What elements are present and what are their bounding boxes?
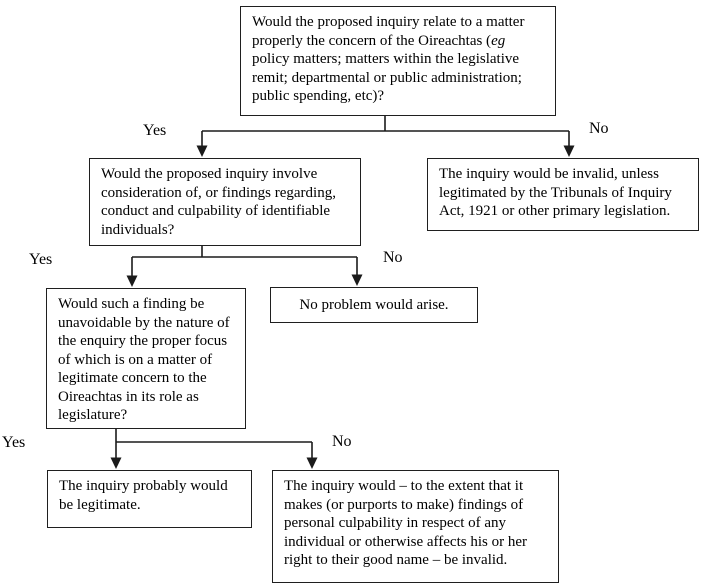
node-invalid-to-extent: The inquiry would – to the extent that i… bbox=[272, 470, 559, 583]
arrowhead-q2-no bbox=[351, 274, 363, 286]
edge-label-q1-yes: Yes bbox=[143, 122, 167, 139]
edge-label-q2-no: No bbox=[383, 249, 403, 266]
node-no-problem-text: No problem would arise. bbox=[299, 296, 449, 313]
node-q3-unavoidable-finding: Would such a finding be unavoidable by t… bbox=[46, 288, 246, 429]
arrowhead-q3-no bbox=[306, 457, 318, 469]
arrowhead-q3-yes bbox=[110, 457, 122, 469]
connector-q2-split bbox=[126, 246, 363, 287]
node-probably-legitimate-text: The inquiry probably would be legitimate… bbox=[59, 478, 228, 513]
node-no-problem: No problem would arise. bbox=[270, 287, 478, 323]
connector-q3-split bbox=[110, 429, 318, 469]
edge-label-q2-yes: Yes bbox=[29, 251, 53, 268]
node-invalid-unless-text: The inquiry would be invalid, unless leg… bbox=[439, 166, 672, 219]
node-q1-oireachtas-matter: Would the proposed inquiry relate to a m… bbox=[240, 6, 556, 116]
node-invalid-unless-1921-act: The inquiry would be invalid, unless leg… bbox=[427, 158, 699, 231]
node-q2-identifiable-individuals: Would the proposed inquiry involve consi… bbox=[89, 158, 361, 246]
edge-label-q3-yes: Yes bbox=[2, 434, 26, 451]
connector-q1-split bbox=[196, 116, 575, 157]
node-q2-text: Would the proposed inquiry involve consi… bbox=[101, 166, 336, 238]
edge-label-q3-no: No bbox=[332, 433, 352, 450]
node-q1-text-post: policy matters; matters within the legis… bbox=[252, 51, 522, 104]
arrowhead-q2-yes bbox=[126, 275, 138, 287]
arrowhead-q1-yes bbox=[196, 145, 208, 157]
node-q1-text-pre: Would the proposed inquiry relate to a m… bbox=[252, 14, 525, 49]
edge-label-q1-no: No bbox=[589, 120, 609, 137]
arrowhead-q1-no bbox=[563, 145, 575, 157]
node-q3-text: Would such a finding be unavoidable by t… bbox=[58, 296, 230, 423]
node-q1-text-italic: eg bbox=[491, 32, 506, 49]
node-invalid-to-extent-text: The inquiry would – to the extent that i… bbox=[284, 478, 527, 568]
node-probably-legitimate: The inquiry probably would be legitimate… bbox=[47, 470, 252, 528]
